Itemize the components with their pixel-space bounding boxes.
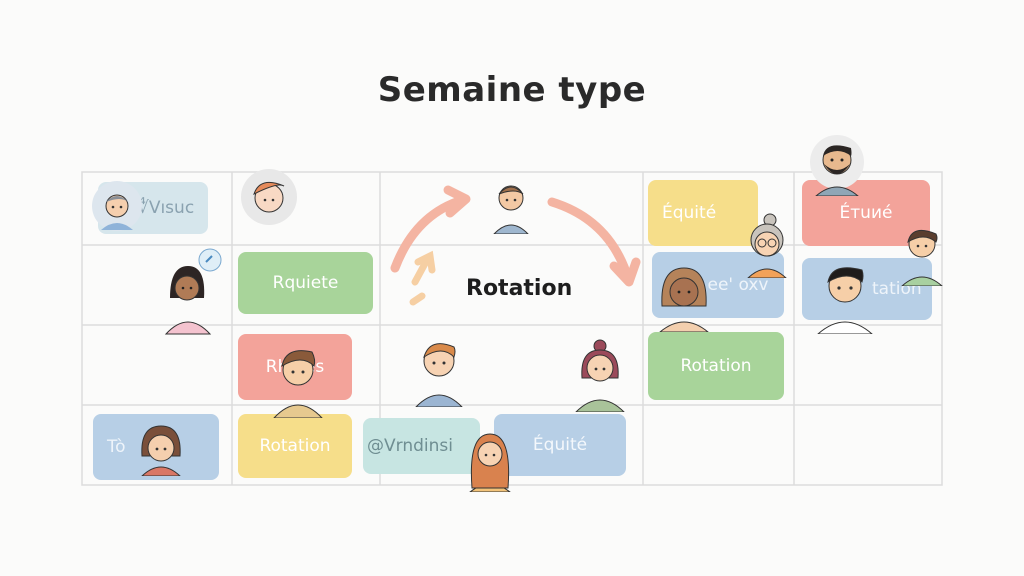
center-label: Rotation (466, 276, 573, 301)
card-text: Rquiete (272, 273, 339, 293)
avatar-man-brown-hair (272, 340, 324, 418)
avatar-woman-dark-hair (160, 248, 228, 338)
card-r2c2: Rquiete (238, 252, 373, 314)
avatar-boy-ginger (412, 333, 466, 407)
avatar-red-hair (240, 168, 298, 226)
card-text: Rotation (680, 356, 752, 376)
small-arrow (409, 250, 436, 306)
card-r3c5: Rotation (648, 332, 784, 400)
card-text: ∜Vısuc (138, 198, 195, 218)
avatar-woman-short-hair (136, 420, 186, 476)
card-text: Équité (532, 435, 588, 455)
avatar-woman-curly (656, 262, 712, 332)
card-text: @Vrndinsi (367, 436, 453, 456)
diagram-title: Semaine type (377, 70, 647, 110)
card-text: Rotation (259, 436, 331, 456)
avatar-boy-right (900, 222, 944, 286)
card-r2c6: tation (802, 258, 932, 320)
avatar-grandma-glasses (744, 212, 790, 278)
card-r4c2: Rotation (238, 414, 352, 478)
avatar-man-glasses (91, 180, 143, 232)
card-text: Éтuиé (839, 203, 893, 223)
avatar-man-beard (806, 134, 868, 196)
card-r1c6: Éтuиé (802, 180, 930, 246)
rotation-arrows (390, 185, 641, 287)
card-text: Équité (662, 203, 717, 223)
card-text: ee' oxv (707, 275, 769, 295)
card-text: Tò (107, 437, 126, 457)
card-r4c3: @Vrndinsi (363, 418, 480, 474)
arrow-right-arc (547, 197, 633, 283)
avatar-man-white-shirt (816, 258, 874, 334)
avatar-woman-long-ginger (466, 428, 514, 492)
avatar-woman-bun (574, 338, 626, 412)
avatar-man-center-top (490, 178, 532, 234)
arrow-left-arc (390, 195, 467, 273)
card-r1c5: Équité (648, 180, 758, 246)
card-r4c4: Équité (494, 414, 626, 476)
